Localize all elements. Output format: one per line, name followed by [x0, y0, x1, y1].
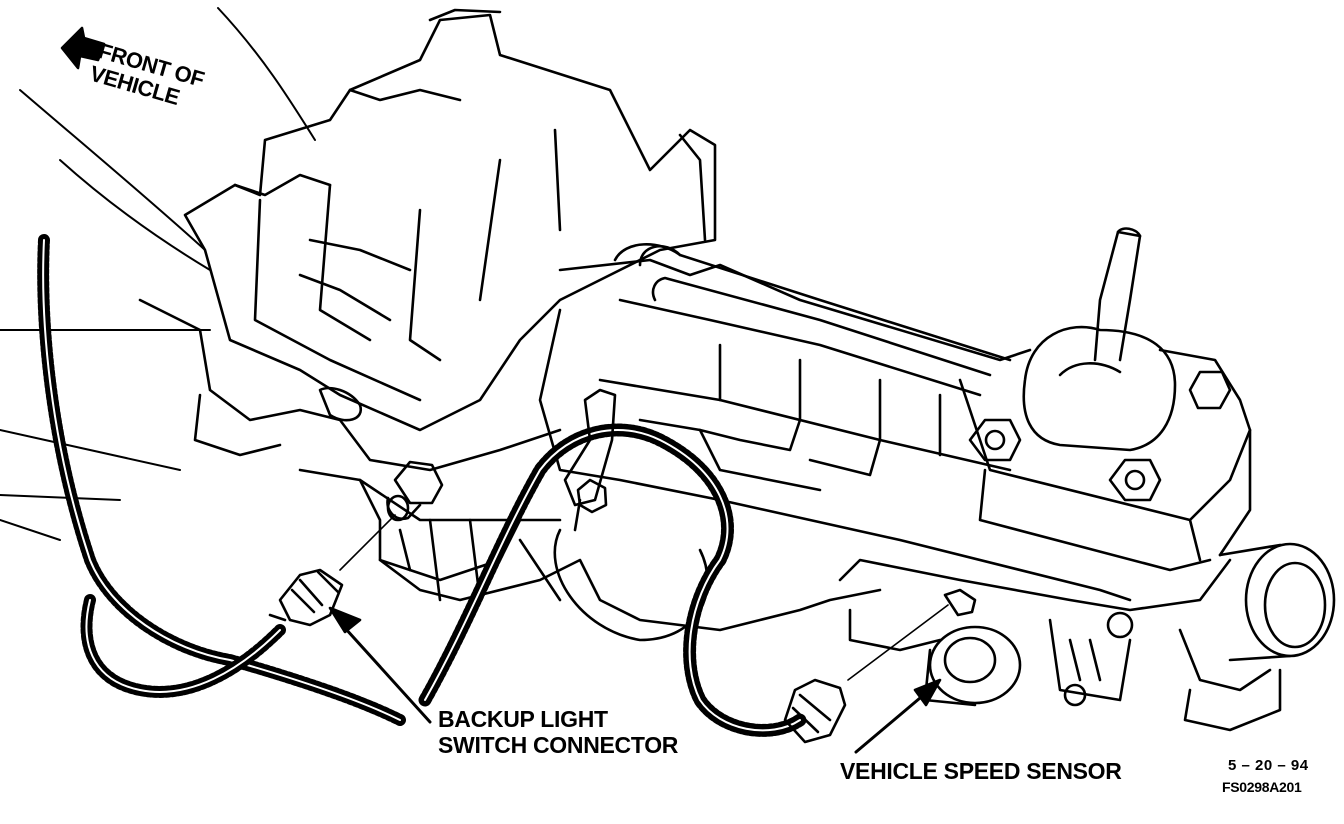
backup-arrow-icon: [328, 606, 432, 724]
figure-code: FS0298A201: [1222, 779, 1302, 795]
shifter-assembly: [958, 227, 1252, 572]
backup-label-line2: SWITCH CONNECTOR: [438, 732, 679, 758]
vehicle-speed-sensor-label: VEHICLE SPEED SENSOR: [840, 758, 1122, 784]
transmission-case: [138, 8, 1336, 732]
floor-pan-lines: [0, 7, 316, 541]
wiring-harness-center: [418, 423, 807, 737]
arrow-up-left-icon: [60, 26, 106, 70]
vehicle-speed-sensor: [783, 588, 977, 744]
vss-arrow-icon: [854, 678, 942, 754]
backup-light-connector: [268, 568, 344, 627]
harness-bracket: [563, 388, 617, 532]
backup-light-switch: [339, 460, 444, 571]
backup-light-switch-connector-label: BACKUP LIGHT SWITCH CONNECTOR: [438, 708, 678, 757]
date-stamp: 5 – 20 – 94: [1228, 757, 1309, 774]
backup-label-line1: BACKUP LIGHT: [438, 706, 608, 732]
wiring-harness-left: [37, 234, 406, 726]
